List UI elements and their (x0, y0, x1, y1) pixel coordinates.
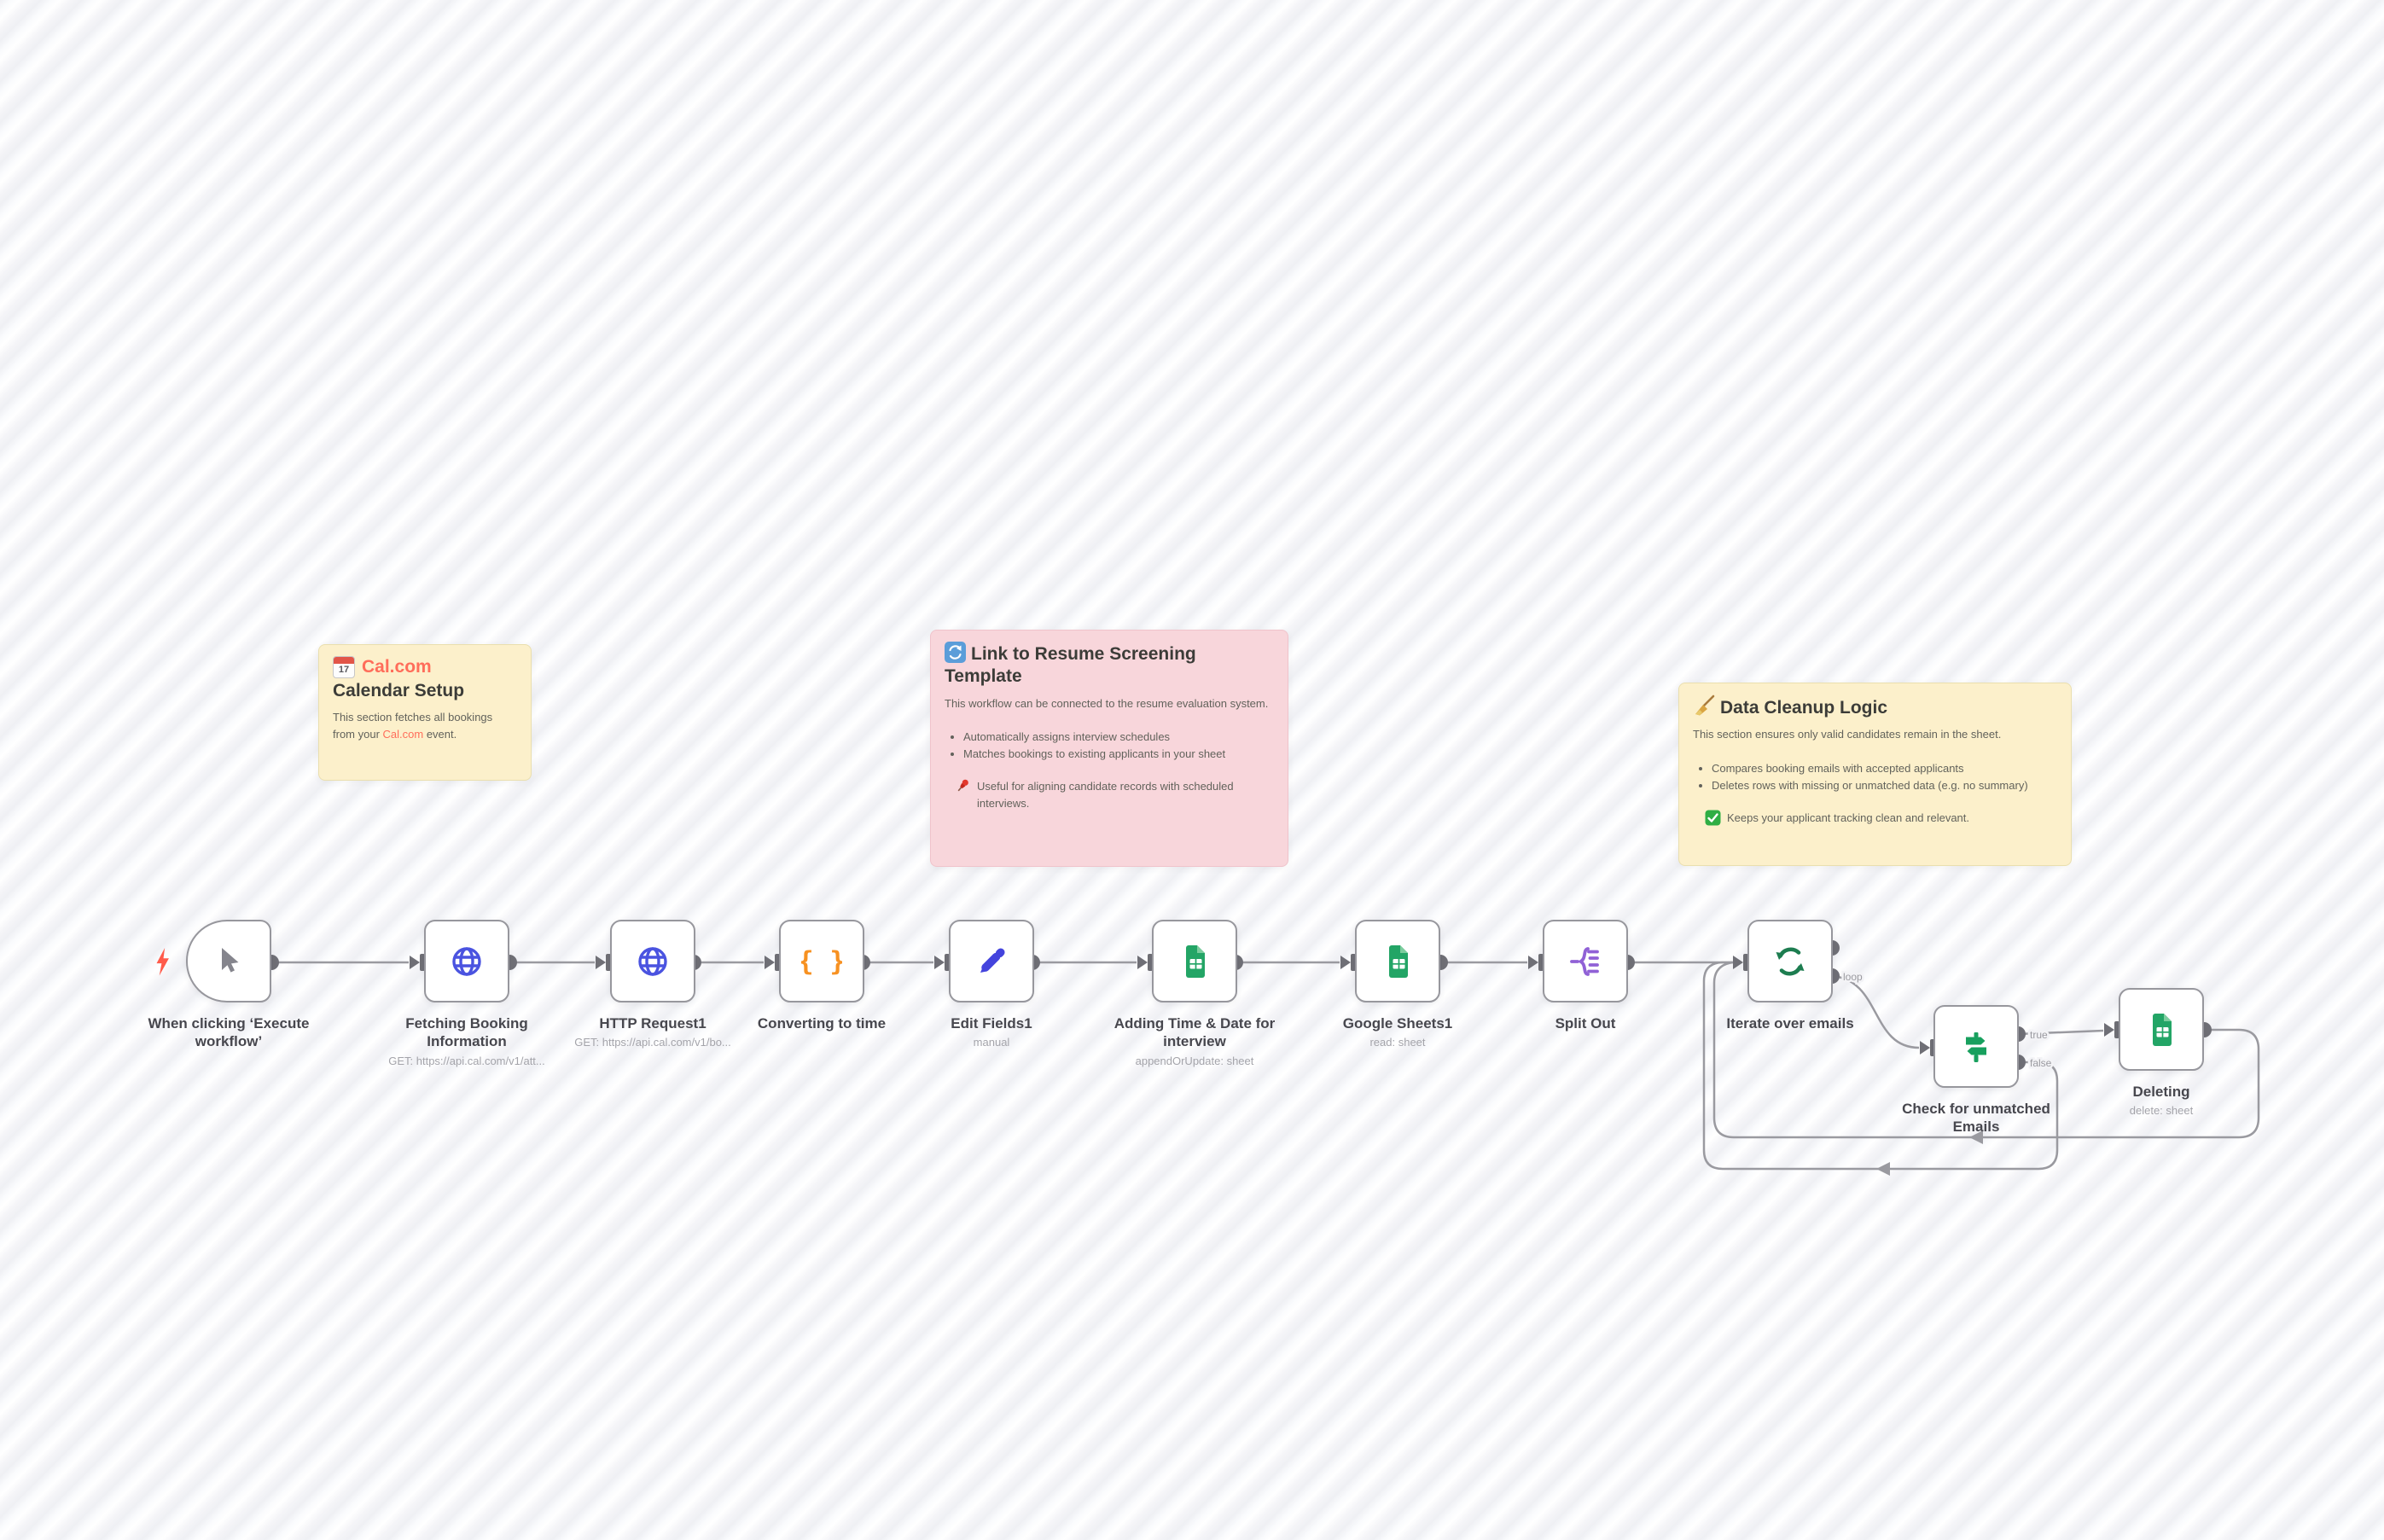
signpost-icon (1966, 1032, 1986, 1062)
split-out-icon (1570, 946, 1599, 976)
sticky-bullets: Automatically assigns interview schedule… (963, 729, 1274, 763)
node-adding-time-date-for-interview[interactable]: Adding Time & Date for interview appendO… (1114, 920, 1275, 1067)
node-split-out[interactable]: Split Out (1543, 920, 1628, 1036)
node-subtitle: appendOrUpdate: sheet (1135, 1054, 1254, 1067)
node-label: Fetching Booking Information (405, 1015, 528, 1050)
node-fetching-booking-information[interactable]: Fetching Booking Information GET: https:… (388, 920, 545, 1067)
input-port (1733, 954, 1748, 971)
globe-icon (638, 946, 667, 976)
node-label: Converting to time (757, 1015, 887, 1032)
node-subtitle: GET: https://api.cal.com/v1/bo... (574, 1036, 731, 1049)
check-icon (1705, 810, 1721, 826)
calcom-body-link[interactable]: Cal.com (382, 727, 424, 741)
node-label: Adding Time & Date for interview (1114, 1015, 1276, 1050)
calcom-title-link[interactable]: Cal.com (362, 657, 432, 677)
sticky-heading: Link to Resume Screening Template (945, 642, 1274, 689)
input-port (2104, 1021, 2119, 1038)
connection-edge-loop (1831, 974, 1920, 1049)
node-label: Edit Fields1 (951, 1015, 1032, 1032)
edge-label-false: false (2030, 1057, 2052, 1069)
repeat-icon (945, 642, 966, 663)
node-check-for-unmatched-emails[interactable]: Check for unmatched Emails (1902, 1005, 2050, 1140)
input-port (1528, 954, 1544, 971)
sheets-icon (1389, 944, 1408, 978)
bullet-item: Deletes rows with missing or unmatched d… (1712, 777, 2057, 794)
sticky-note-resume-link[interactable]: Link to Resume Screening Template This w… (930, 630, 1288, 867)
sticky-note-data-cleanup[interactable]: Data Cleanup Logic This section ensures … (1678, 683, 2072, 866)
node-when-clicking-execute-workflow[interactable]: When clicking ‘Execute workflow’ (148, 920, 309, 1055)
node-subtitle: delete: sheet (2129, 1104, 2194, 1118)
node-iterate-over-emails[interactable]: Iterate over emails (1726, 920, 1854, 1036)
node-label: HTTP Request1 (599, 1015, 706, 1032)
node-google-sheets1[interactable]: Google Sheets1 read: sheet (1343, 920, 1452, 1049)
code-braces-icon: { } (801, 946, 842, 977)
calendar-icon: 17 (333, 656, 355, 678)
connection-edges[interactable] (271, 961, 2260, 1176)
bullet-item: Automatically assigns interview schedule… (963, 729, 1274, 746)
bullet-item: Matches bookings to existing applicants … (963, 746, 1274, 763)
node-label: Split Out (1555, 1015, 1616, 1032)
input-port (1137, 954, 1153, 971)
input-port (1340, 954, 1356, 971)
node-label: Google Sheets1 (1342, 1015, 1453, 1032)
sheets-icon (2153, 1013, 2172, 1046)
loopback-arrow (1876, 1162, 1890, 1176)
node-label: Check for unmatched Emails (1902, 1101, 2050, 1136)
node-label: Deleting (2132, 1084, 2190, 1100)
connection-edge-true (2017, 1029, 2104, 1036)
sticky-note-text: Useful for aligning candidate records wi… (977, 780, 1234, 810)
pencil-icon (980, 947, 1005, 973)
node-subtitle: GET: https://api.cal.com/v1/att... (388, 1054, 545, 1067)
svg-text:{ }: { } (801, 946, 842, 977)
input-port (934, 954, 950, 971)
globe-icon (452, 946, 481, 976)
sheets-icon (1186, 944, 1205, 978)
sticky-body: This section fetches all bookings from y… (333, 711, 493, 741)
node-label: Iterate over emails (1726, 1015, 1854, 1032)
connection-edge-deleting-loopback (1712, 961, 2260, 1139)
loop-icon (1776, 947, 1805, 975)
sticky-note-calcom[interactable]: 17 Cal.com Calendar Setup This section f… (318, 644, 532, 781)
input-port (410, 954, 425, 971)
cursor-icon (222, 947, 239, 973)
input-port (765, 954, 780, 971)
node-edit-fields1[interactable]: Edit Fields1 manual (949, 920, 1034, 1049)
node-subtitle: read: sheet (1369, 1036, 1426, 1049)
edge-label-true: true (2030, 1029, 2048, 1041)
input-port (596, 954, 611, 971)
node-deleting[interactable]: Deleting delete: sheet (2119, 988, 2204, 1117)
loopback-arrow (1969, 1130, 1983, 1144)
edge-label-loop: loop (1843, 971, 1863, 983)
node-label: When clicking ‘Execute workflow’ (148, 1015, 310, 1050)
sticky-heading: Data Cleanup Logic (1693, 694, 2057, 719)
sticky-intro: This section ensures only valid candidat… (1693, 728, 2002, 741)
node-converting-to-time[interactable]: { } Converting to time (758, 920, 886, 1036)
trigger-bolt-icon (156, 948, 169, 976)
sticky-bullets: Compares booking emails with accepted ap… (1712, 760, 2057, 794)
pushpin-icon (957, 780, 968, 792)
bullet-item: Compares booking emails with accepted ap… (1712, 760, 2057, 777)
node-http-request1[interactable]: HTTP Request1 GET: https://api.cal.com/v… (574, 920, 731, 1049)
sticky-heading: Calendar Setup (333, 681, 465, 700)
broom-icon (1695, 694, 1715, 716)
sticky-note-text: Keeps your applicant tracking clean and … (1727, 811, 1970, 825)
node-subtitle: manual (973, 1036, 1010, 1049)
sticky-intro: This workflow can be connected to the re… (945, 696, 1269, 710)
